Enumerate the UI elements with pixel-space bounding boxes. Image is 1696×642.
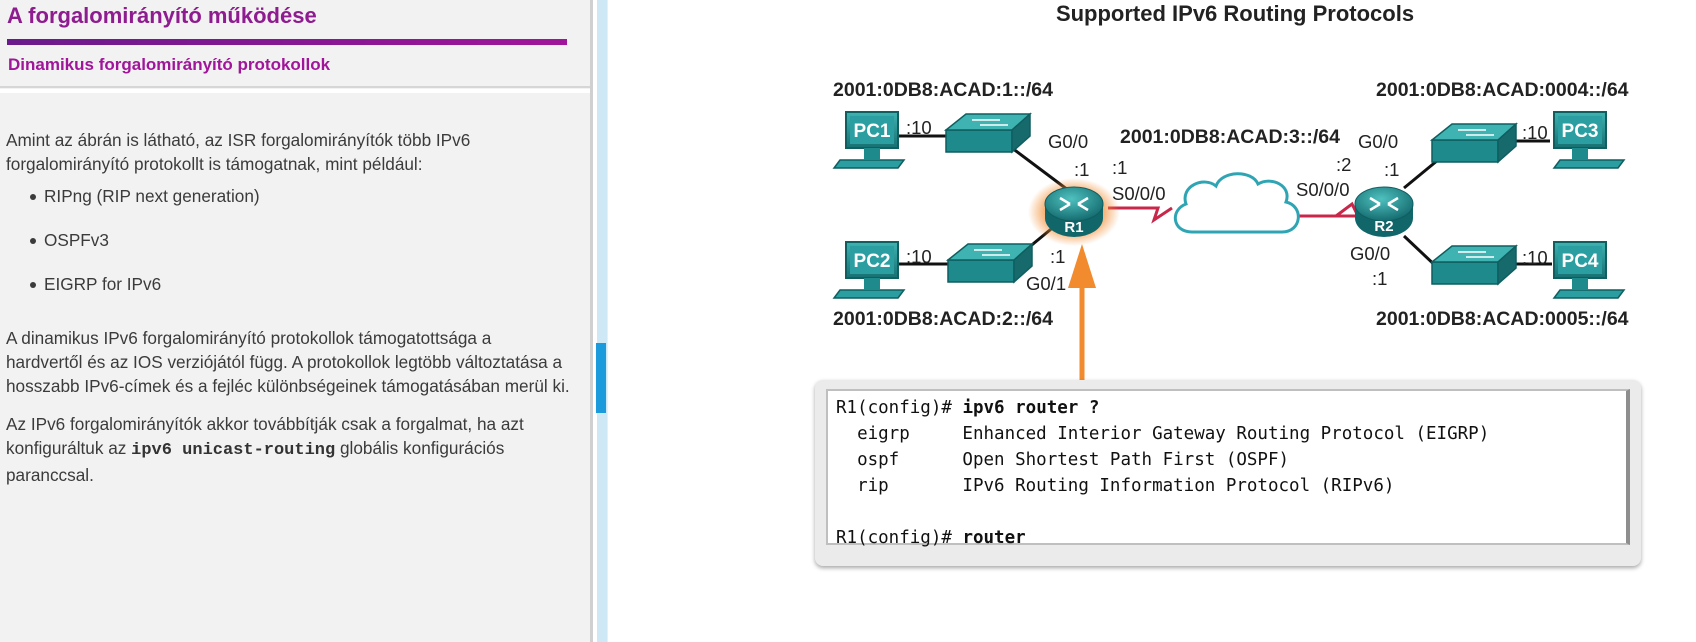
cli-command: ipv6 router ? xyxy=(962,398,1100,418)
lan5-label: 2001:0DB8:ACAD:0005::/64 xyxy=(1376,308,1629,330)
pc2-host-label: :10 xyxy=(906,246,932,267)
figure-title: Supported IPv6 Routing Protocols xyxy=(1056,1,1414,26)
list-item: RIPng (RIP next generation) xyxy=(6,184,571,228)
lan4-label: 2001:0DB8:ACAD:0004::/64 xyxy=(1376,79,1629,101)
paragraph-text: Az IPv6 forgalomirányítók akkor továbbít… xyxy=(6,414,524,458)
pc4-host-label: :10 xyxy=(1522,247,1548,268)
r1-s000-label: S0/0/0 xyxy=(1112,183,1166,204)
switch-icon xyxy=(943,112,1032,154)
switch-icon xyxy=(1429,122,1518,164)
pc3-icon xyxy=(1552,111,1626,169)
pc3-label: PC3 xyxy=(1562,121,1599,142)
highlight-arrow-icon xyxy=(1068,244,1096,380)
r2-s000-host-label: :2 xyxy=(1336,154,1351,175)
wan-label: 2001:0DB8:ACAD:3::/64 xyxy=(1120,126,1340,148)
page-title: A forgalomirányító működése xyxy=(7,3,317,28)
list-item: EIGRP for IPv6 xyxy=(6,272,571,316)
routing-paragraph: Az IPv6 forgalomirányítók akkor továbbít… xyxy=(6,412,571,487)
serial-link-r2 xyxy=(1298,201,1361,218)
pc4-icon xyxy=(1552,241,1626,299)
r1-g01-host-label: :1 xyxy=(1050,246,1065,267)
scrollbar-edge xyxy=(607,0,608,642)
r1-g00-host-label: :1 xyxy=(1074,159,1089,180)
router-r1-label: R1 xyxy=(1064,219,1083,236)
cli-line: rip IPv6 Routing Information Protocol (R… xyxy=(836,476,1395,496)
header-divider xyxy=(0,89,592,93)
r2-g00-top-host-label: :1 xyxy=(1384,159,1399,180)
pc2-icon xyxy=(832,241,906,299)
protocol-list: RIPng (RIP next generation) OSPFv3 EIGRP… xyxy=(6,184,571,316)
pc4-label: PC4 xyxy=(1562,251,1599,272)
cli-line: ospf Open Shortest Path First (OSPF) xyxy=(836,450,1290,470)
list-item: OSPFv3 xyxy=(6,228,571,272)
paragraph-text: globális konfigurációs paranccsal. xyxy=(6,438,505,485)
title-underline xyxy=(7,39,567,45)
command-text: ipv6 unicast-routing xyxy=(131,441,336,460)
cli-output-text: R1(config)# ipv6 router ? eigrp Enhanced… xyxy=(836,395,1489,551)
pc2-label: PC2 xyxy=(854,251,891,272)
cli-prompt: R1(config)# xyxy=(836,528,963,548)
r2-g00-top-label: G0/0 xyxy=(1358,131,1398,152)
cli-output-panel: R1(config)# ipv6 router ? eigrp Enhanced… xyxy=(826,389,1630,548)
lan2-label: 2001:0DB8:ACAD:2::/64 xyxy=(833,308,1053,330)
router-r2-label: R2 xyxy=(1374,218,1393,235)
r1-s000-host-label: :1 xyxy=(1112,157,1127,178)
cli-output-box: R1(config)# ipv6 router ? eigrp Enhanced… xyxy=(815,380,1641,566)
r1-g00-label: G0/0 xyxy=(1048,131,1088,152)
panel-divider xyxy=(590,0,593,642)
pc1-icon xyxy=(832,111,906,169)
lan1-label: 2001:0DB8:ACAD:1::/64 xyxy=(833,79,1053,101)
scrollbar-thumb[interactable] xyxy=(596,343,606,413)
wan-cloud-icon xyxy=(1174,172,1300,234)
pc1-host-label: :10 xyxy=(906,117,932,138)
scrollbar-track[interactable] xyxy=(597,0,607,642)
r2-g00-bottom-label: G0/0 xyxy=(1350,243,1390,264)
r2-s000-label: S0/0/0 xyxy=(1296,179,1350,200)
lesson-text: Amint az ábrán is látható, az ISR forgal… xyxy=(6,128,571,487)
switch-icon xyxy=(945,242,1034,284)
pc3-host-label: :10 xyxy=(1522,122,1548,143)
r1-g01-label: G0/1 xyxy=(1026,273,1066,294)
serial-link-r1 xyxy=(1108,206,1173,224)
pc1-label: PC1 xyxy=(854,121,891,142)
cli-prompt: R1(config)# xyxy=(836,398,963,418)
cli-line: eigrp Enhanced Interior Gateway Routing … xyxy=(836,424,1490,444)
page-header: A forgalomirányító működése Dinamikus fo… xyxy=(0,0,590,88)
content-panel: A forgalomirányító működése Dinamikus fo… xyxy=(0,0,592,642)
router-r1-icon[interactable] xyxy=(1028,178,1120,246)
r2-g00-bottom-host-label: :1 xyxy=(1372,268,1387,289)
switch-icon xyxy=(1429,244,1518,286)
support-paragraph: A dinamikus IPv6 forgalomirányító protok… xyxy=(6,328,570,396)
cli-command: router xyxy=(962,528,1026,548)
router-r2-icon[interactable] xyxy=(1354,186,1414,237)
intro-paragraph: Amint az ábrán is látható, az ISR forgal… xyxy=(6,130,471,174)
page-subtitle: Dinamikus forgalomirányító protokollok xyxy=(8,55,331,74)
